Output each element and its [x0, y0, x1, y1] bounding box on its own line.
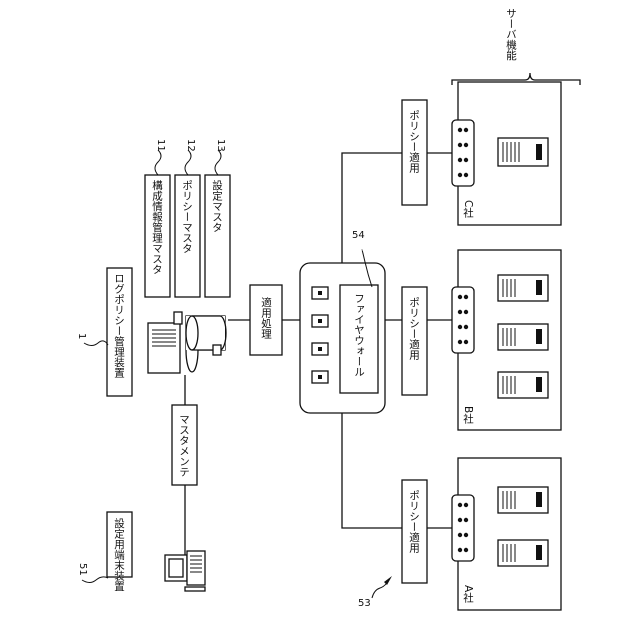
master-maintenance-label: マスタメンテ: [178, 414, 190, 477]
database-cylinder-icon: [186, 316, 226, 372]
ref-12-leader: [185, 150, 191, 175]
config-info-master-label: 構成情報管理マスタ: [151, 179, 163, 274]
policy-apply-c-label: ポリシー適用: [408, 110, 420, 174]
line-firewall-to-pa-c: [342, 153, 402, 263]
company-c-label: C社: [462, 200, 474, 219]
network-switch-icon: [452, 495, 474, 561]
network-switch-icon: [452, 120, 474, 186]
server-unit-icon: [498, 372, 548, 398]
ref-54: 54: [352, 230, 365, 241]
apply-processing-label: 適用処理: [260, 296, 272, 339]
ref-1: 1: [76, 333, 87, 339]
ref-1-leader: [84, 341, 108, 346]
ref-53: 53: [358, 598, 371, 609]
policy-apply-a-label: ポリシー適用: [408, 490, 420, 554]
master-maintenance: マスタメンテ: [172, 405, 197, 485]
server-unit-icon: [498, 138, 548, 166]
server-unit-icon: [498, 487, 548, 513]
network-ref: 53: [358, 576, 392, 609]
server-function-bracket: サーバ機能: [452, 8, 580, 85]
ref-13: 13: [215, 139, 226, 152]
ref-53-arrow: [384, 576, 392, 585]
ref-11: 11: [155, 139, 166, 152]
server-tower-icon: [148, 312, 182, 373]
policy-master-label: ポリシーマスタ: [181, 180, 193, 254]
log-policy-device: ログポリシー管理装置 1: [76, 268, 132, 396]
ref-11-leader: [155, 150, 161, 175]
policy-apply-a: ポリシー適用: [402, 480, 427, 583]
ref-51-leader: [82, 577, 108, 583]
ref-12: 12: [185, 139, 196, 152]
settings-master-label: 設定マスタ: [211, 179, 223, 232]
setting-terminal-label: 設定用端末装置 51: [77, 512, 132, 592]
company-b: B社: [452, 250, 561, 430]
server-function-label: サーバ機能: [505, 8, 517, 61]
apply-processing: 適用処理: [250, 285, 282, 355]
ref-51: 51: [77, 563, 88, 576]
company-a: A社: [452, 458, 561, 610]
server-unit-icon: [498, 324, 548, 350]
network-switch-icon: [452, 287, 474, 353]
setting-terminal-label-text: 設定用端末装置: [113, 517, 125, 591]
ref-13-leader: [215, 150, 221, 175]
company-c: C社: [452, 82, 561, 225]
policy-apply-b: ポリシー適用: [402, 287, 427, 395]
firewall-label: ファイヤウォール: [353, 293, 365, 377]
computer-terminal-icon: [165, 551, 205, 591]
server-unit-icon: [498, 540, 548, 566]
company-a-label: A社: [462, 585, 474, 603]
policy-apply-c: ポリシー適用: [402, 100, 427, 205]
master-group: 構成情報管理マスタ 11 ポリシーマスタ 12 設定マスタ 13: [145, 139, 230, 297]
log-policy-device-label: ログポリシー管理装置: [113, 273, 125, 378]
line-firewall-to-pa-a: [342, 413, 402, 528]
policy-apply-b-label: ポリシー適用: [408, 297, 420, 361]
server-unit-icon: [498, 275, 548, 301]
company-b-label: B社: [462, 406, 474, 424]
